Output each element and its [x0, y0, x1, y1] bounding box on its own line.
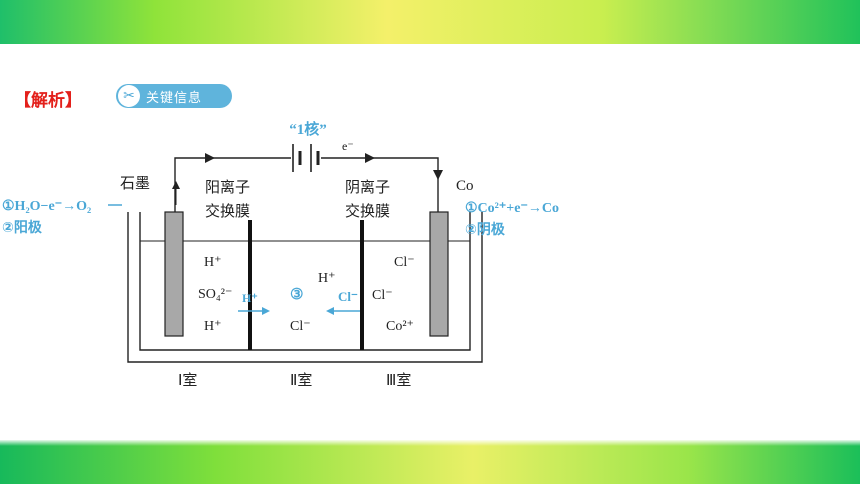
ion-cl-2: Cl⁻ — [372, 288, 393, 303]
circuit-wire — [321, 157, 439, 212]
chamber-label-2: Ⅱ室 — [290, 371, 312, 389]
left-electrode-label: 石墨 — [120, 174, 150, 192]
membrane-left-label-2: 交换膜 — [205, 202, 250, 220]
annot-cl-move: Cl⁻ — [338, 289, 358, 304]
o2-arrow-head — [172, 181, 180, 189]
h-move-arrow-head — [262, 307, 270, 315]
graphite-electrode — [164, 211, 184, 337]
ion-so4: SO₄²⁻ — [198, 287, 232, 302]
cl-move-arrow-head — [326, 307, 334, 315]
annot-h-move: H⁺ — [242, 291, 258, 305]
wire-arrow — [205, 153, 215, 163]
key-info-badge: ✂ 关键信息 — [116, 84, 232, 108]
badge-text: 关键信息 — [146, 90, 203, 106]
wire-arrow — [365, 153, 375, 163]
membrane-right-label-1: 阴离子 — [345, 178, 390, 196]
right-electrode-label: Co — [456, 178, 474, 194]
annot-center: ③ — [290, 287, 303, 303]
tank-inner — [139, 212, 471, 351]
chamber-label-1: Ⅰ室 — [178, 371, 197, 389]
ion-h-1: H⁺ — [204, 255, 222, 270]
annot-right-role: ②阴极 — [465, 221, 506, 238]
electron-label: e⁻ — [342, 139, 354, 153]
ion-cl-1: Cl⁻ — [394, 255, 415, 270]
chamber-label-3: Ⅲ室 — [386, 371, 411, 389]
ion-h-center: H⁺ — [318, 271, 336, 286]
bottom-banner — [0, 440, 860, 484]
ion-co: Co²⁺ — [386, 319, 414, 334]
ion-h-2: H⁺ — [204, 319, 222, 334]
top-banner — [0, 0, 860, 44]
wire-arrow — [433, 170, 443, 180]
annot-left-role: ②阳极 — [2, 219, 43, 236]
power-label: “1核” — [289, 120, 327, 138]
tank-outer — [127, 212, 483, 363]
scissors-icon: ✂ — [118, 85, 140, 107]
annot-right-reaction: ①Co²⁺+e⁻→Co — [465, 201, 559, 216]
ion-cl-center: Cl⁻ — [290, 319, 311, 334]
cobalt-electrode — [429, 211, 449, 337]
membrane-left-label-1: 阳离子 — [205, 178, 250, 196]
annot-left-reaction: ①H₂O−e⁻→O₂ — [2, 199, 91, 214]
analysis-label: 【解析】 — [14, 91, 82, 111]
circuit-wire — [174, 157, 291, 212]
membrane-right-label-2: 交换膜 — [345, 202, 390, 220]
